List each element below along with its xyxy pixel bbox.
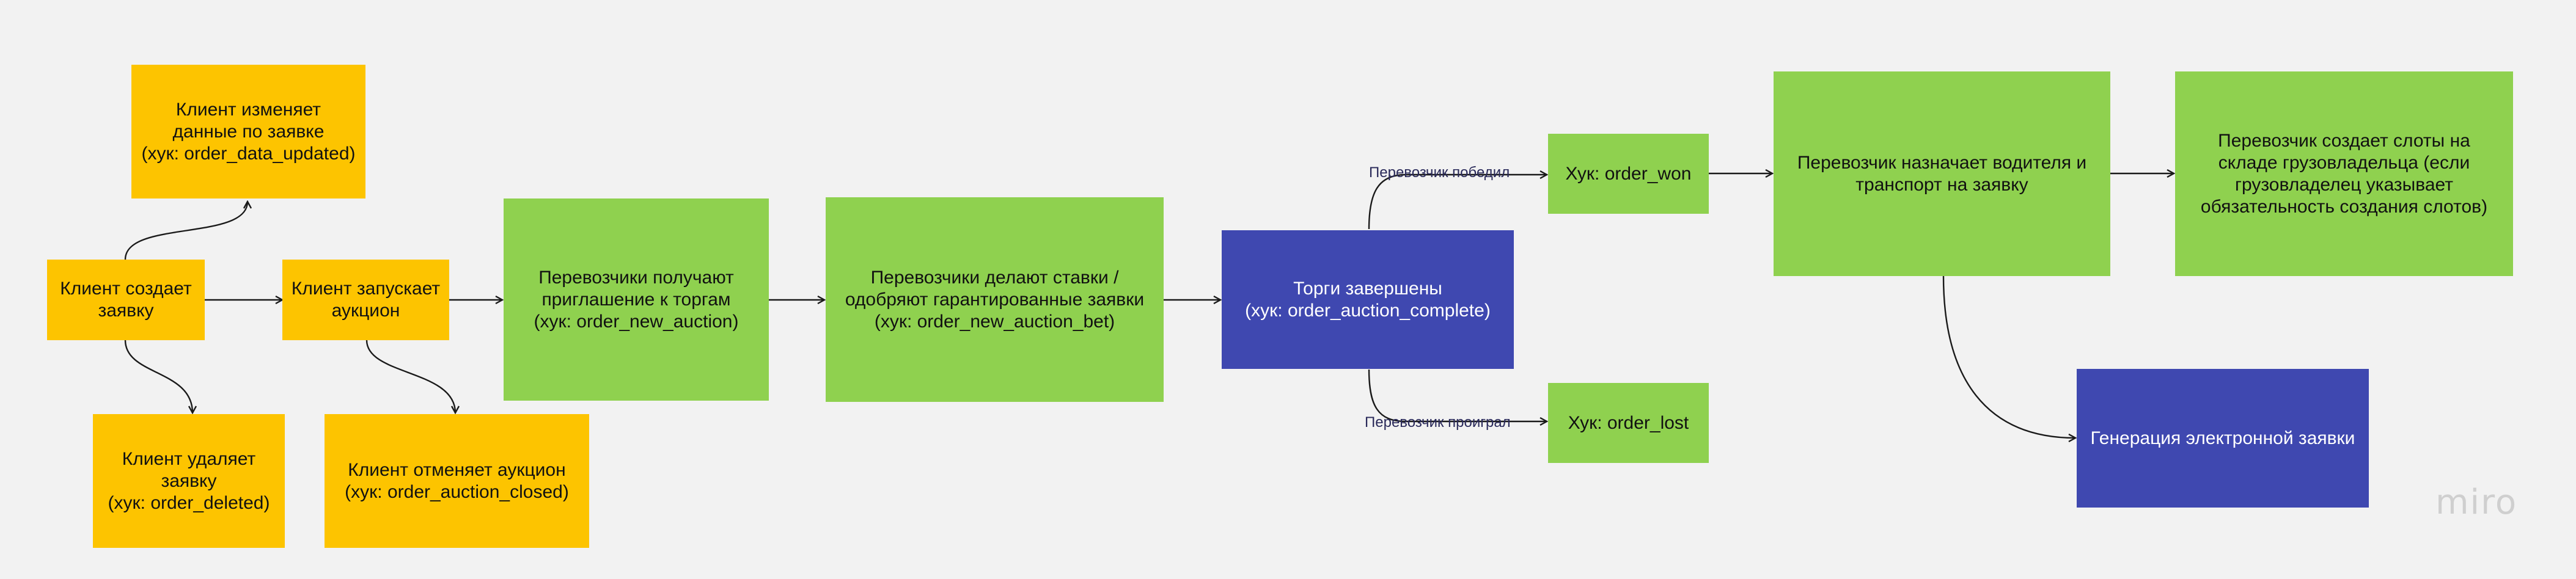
edge-create-to-delete[interactable] (124, 340, 193, 413)
edge-assign-to-edoc[interactable] (1942, 275, 2075, 438)
node-auction-complete[interactable]: Торги завершены (хук: order_auction_comp… (1222, 230, 1514, 369)
edge-start-to-cancel-auction[interactable] (365, 340, 455, 413)
edge-create-to-edit[interactable] (124, 202, 248, 260)
node-order-lost[interactable]: Хук: order_lost (1548, 383, 1709, 463)
edge-label-won: Перевозчик победил (1369, 164, 1510, 181)
node-client-creates-order[interactable]: Клиент создает заявку (47, 260, 205, 340)
node-client-edits-order[interactable]: Клиент изменяет данные по заявке (хук: o… (131, 65, 365, 198)
node-carriers-bid[interactable]: Перевозчики делают ставки / одобряют гар… (826, 197, 1164, 402)
node-carriers-invited[interactable]: Перевозчики получают приглашение к торга… (504, 198, 769, 401)
edge-label-lost: Перевозчик проиграл (1365, 414, 1511, 431)
node-order-won[interactable]: Хук: order_won (1548, 134, 1709, 214)
node-e-document-generation[interactable]: Генерация электронной заявки (2077, 369, 2369, 508)
node-create-slots[interactable]: Перевозчик создает слоты на складе грузо… (2175, 71, 2513, 276)
node-client-deletes-order[interactable]: Клиент удаляет заявку (хук: order_delete… (93, 414, 285, 548)
node-assign-driver[interactable]: Перевозчик назначает водителя и транспор… (1774, 71, 2110, 276)
edge-complete-to-won[interactable] (1368, 175, 1547, 230)
node-client-starts-auction[interactable]: Клиент запускает аукцион (282, 260, 449, 340)
edge-complete-to-lost[interactable] (1368, 369, 1547, 421)
miro-logo: miro (2435, 482, 2518, 522)
node-client-cancels-auction[interactable]: Клиент отменяет аукцион (хук: order_auct… (325, 414, 589, 548)
